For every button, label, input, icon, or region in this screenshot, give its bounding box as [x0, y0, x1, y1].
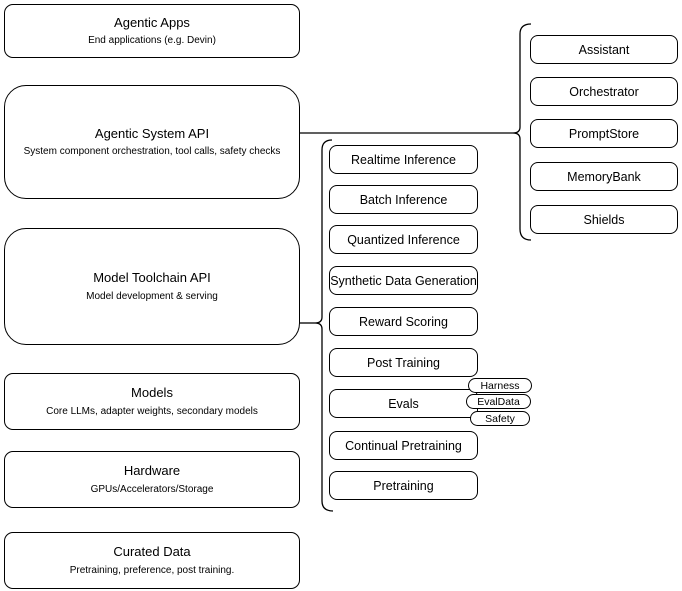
node-promptstore: PromptStore: [530, 119, 678, 148]
node-realtime-inference: Realtime Inference: [329, 145, 478, 174]
node-title: Model Toolchain API: [93, 270, 211, 286]
node-title: Models: [131, 385, 173, 401]
node-title: Curated Data: [113, 544, 191, 560]
node-subtitle: Core LLMs, adapter weights, secondary mo…: [46, 405, 258, 417]
node-subtitle: Pretraining, preference, post training.: [69, 564, 235, 576]
node-orchestrator: Orchestrator: [530, 77, 678, 106]
node-evals: Evals: [329, 389, 478, 418]
tag-safety: Safety: [470, 411, 530, 426]
node-subtitle: Model development & serving: [86, 290, 218, 302]
node-agentic-system-api: Agentic System API System component orch…: [4, 85, 300, 199]
node-pretraining: Pretraining: [329, 471, 478, 500]
node-batch-inference: Batch Inference: [329, 185, 478, 214]
node-hardware: Hardware GPUs/Accelerators/Storage: [4, 451, 300, 508]
node-title: Agentic Apps: [114, 14, 190, 30]
node-continual-pretraining: Continual Pretraining: [329, 431, 478, 460]
node-reward-scoring: Reward Scoring: [329, 307, 478, 336]
node-post-training: Post Training: [329, 348, 478, 377]
node-models: Models Core LLMs, adapter weights, secon…: [4, 373, 300, 430]
node-synthetic-data-generation: Synthetic Data Generation: [329, 266, 478, 295]
node-title: Agentic System API: [94, 125, 210, 141]
node-subtitle: System component orchestration, tool cal…: [23, 146, 281, 158]
node-title: Hardware: [123, 463, 181, 479]
bracket-system-components: [512, 23, 532, 241]
node-curated-data: Curated Data Pretraining, preference, po…: [4, 532, 300, 589]
node-subtitle: GPUs/Accelerators/Storage: [90, 483, 214, 495]
node-agentic-apps: Agentic Apps End applications (e.g. Devi…: [4, 4, 300, 58]
tag-evaldata: EvalData: [466, 394, 531, 409]
node-model-toolchain-api: Model Toolchain API Model development & …: [4, 228, 300, 345]
node-subtitle: End applications (e.g. Devin): [88, 35, 216, 47]
node-quantized-inference: Quantized Inference: [329, 225, 478, 254]
node-memorybank: MemoryBank: [530, 162, 678, 191]
node-assistant: Assistant: [530, 35, 678, 64]
node-shields: Shields: [530, 205, 678, 234]
tag-harness: Harness: [468, 378, 532, 393]
